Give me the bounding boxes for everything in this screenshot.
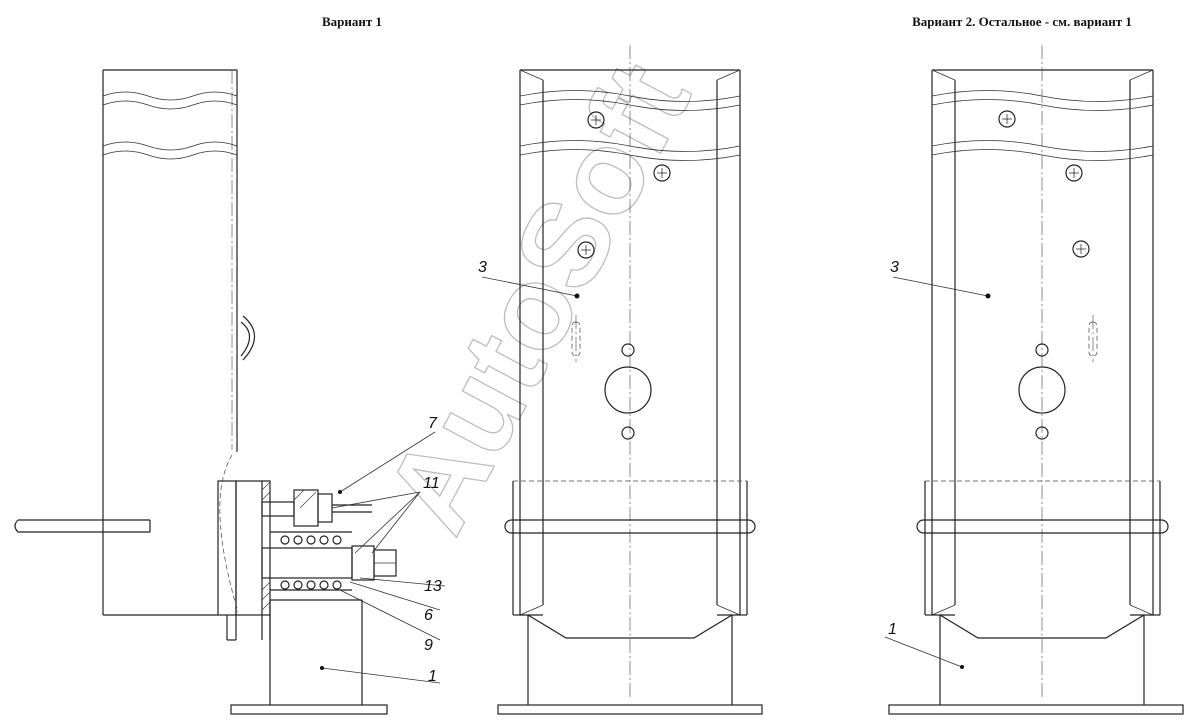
left-side-view [14, 69, 397, 715]
right-callouts: 3 1 [884, 259, 991, 669]
right-front-view [888, 45, 1184, 715]
callout-9: 9 [424, 637, 433, 654]
title-variant-2: Вариант 2. Остальное - см. вариант 1 [912, 14, 1132, 29]
callout-1-left: 1 [428, 668, 437, 685]
title-variant-1: Вариант 1 [322, 14, 382, 29]
callout-1-right: 1 [888, 621, 897, 638]
callout-13: 13 [424, 578, 442, 595]
callout-3-middle: 3 [478, 259, 487, 276]
middle-callouts: 3 [478, 259, 580, 299]
callout-3-right: 3 [890, 259, 899, 276]
watermark-text: AutoSoft [360, 42, 716, 552]
callout-7: 7 [428, 415, 438, 432]
middle-front-view [497, 45, 763, 715]
callout-11: 11 [423, 475, 440, 492]
callout-6: 6 [424, 607, 433, 624]
left-callouts: 7 11 13 6 9 1 [320, 415, 446, 685]
